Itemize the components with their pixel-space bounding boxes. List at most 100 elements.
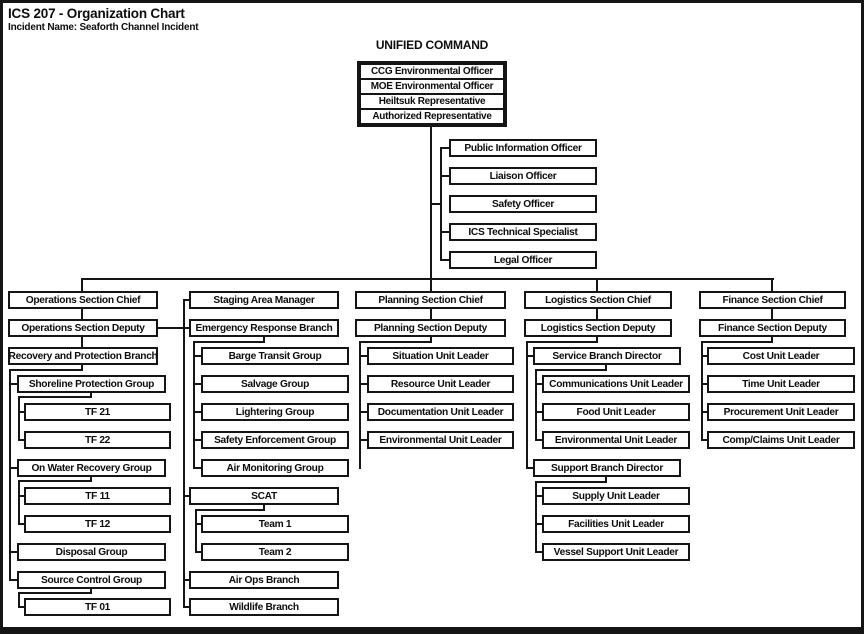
unified-command-box: CCG Environmental Officer MOE Environmen…: [357, 61, 507, 127]
connector-line: [18, 439, 26, 441]
node-facilities-unit-leader: Facilities Unit Leader: [542, 515, 690, 533]
node-safety-enforcement-group: Safety Enforcement Group: [201, 431, 349, 449]
node-air-monitoring-group: Air Monitoring Group: [201, 459, 349, 477]
node-time-unit-leader: Time Unit Leader: [707, 375, 855, 393]
node-source-control-group: Source Control Group: [17, 571, 166, 589]
node-service-branch-director: Service Branch Director: [533, 347, 681, 365]
connector-line: [440, 231, 450, 233]
node-environmental-unit-leader: Environmental Unit Leader: [367, 431, 514, 449]
connector-line: [771, 278, 773, 291]
connector-line: [701, 439, 708, 441]
connector-line: [193, 439, 202, 441]
node-authorized-representative: Authorized Representative: [359, 108, 505, 125]
connector-line: [81, 337, 83, 347]
node-tf-12: TF 12: [24, 515, 171, 533]
connector-line: [359, 355, 368, 357]
node-team-2: Team 2: [201, 543, 349, 561]
connector-line: [9, 369, 83, 371]
connector-line: [81, 278, 83, 291]
connector-line: [535, 369, 537, 441]
connector-line: [90, 477, 92, 482]
node-disposal-group: Disposal Group: [17, 543, 166, 561]
connector-line: [701, 355, 708, 357]
connector-line: [771, 337, 773, 343]
connector-line: [81, 365, 83, 371]
connector-line: [535, 495, 543, 497]
connector-line: [526, 467, 534, 469]
node-tf-22: TF 22: [24, 431, 171, 449]
connector-line: [430, 203, 442, 205]
connector-line: [535, 523, 543, 525]
connector-line: [9, 579, 18, 581]
connector-line: [701, 411, 708, 413]
node-situation-unit-leader: Situation Unit Leader: [367, 347, 514, 365]
connector-line: [596, 309, 598, 319]
connector-line: [195, 523, 202, 525]
node-vessel-support-unit-leader: Vessel Support Unit Leader: [542, 543, 690, 561]
node-air-ops-branch: Air Ops Branch: [189, 571, 339, 589]
connector-line: [701, 341, 773, 343]
connector-line: [158, 327, 184, 329]
connector-line: [526, 341, 598, 343]
node-scat: SCAT: [189, 487, 339, 505]
node-support-branch-director: Support Branch Director: [533, 459, 681, 477]
connector-line: [535, 439, 543, 441]
connector-line: [535, 481, 607, 483]
connector-line: [90, 393, 92, 398]
node-team-1: Team 1: [201, 515, 349, 533]
node-recovery-and-protection-branch: Recovery and Protection Branch: [8, 347, 158, 365]
connector-line: [9, 369, 11, 581]
connector-line: [701, 341, 703, 441]
connector-line: [535, 369, 607, 371]
connector-line: [605, 477, 607, 483]
node-communications-unit-leader: Communications Unit Leader: [542, 375, 690, 393]
connector-line: [81, 309, 83, 319]
connector-line: [440, 175, 450, 177]
node-food-unit-leader: Food Unit Leader: [542, 403, 690, 421]
node-tf-01: TF 01: [24, 598, 171, 616]
node-logistics-section-chief: Logistics Section Chief: [524, 291, 672, 309]
node-lightering-group: Lightering Group: [201, 403, 349, 421]
node-public-information-officer: Public Information Officer: [449, 139, 597, 157]
node-wildlife-branch: Wildlife Branch: [189, 598, 339, 616]
connector-line: [183, 579, 190, 581]
node-operations-section-chief: Operations Section Chief: [8, 291, 158, 309]
connector-line: [18, 592, 92, 594]
connector-line: [535, 481, 537, 553]
connector-line: [193, 355, 202, 357]
connector-line: [18, 495, 26, 497]
connector-line: [9, 551, 18, 553]
node-salvage-group: Salvage Group: [201, 375, 349, 393]
node-finance-section-deputy: Finance Section Deputy: [699, 319, 846, 337]
node-tf-11: TF 11: [24, 487, 171, 505]
connector-line: [183, 495, 190, 497]
connector-line: [263, 505, 265, 511]
connector-line: [359, 439, 368, 441]
page-border-bottom: [0, 627, 864, 634]
node-barge-transit-group: Barge Transit Group: [201, 347, 349, 365]
connector-line: [440, 147, 450, 149]
connector-line: [183, 327, 190, 329]
connector-line: [195, 551, 202, 553]
connector-line: [90, 589, 92, 594]
node-resource-unit-leader: Resource Unit Leader: [367, 375, 514, 393]
connector-line: [18, 592, 20, 608]
node-on-water-recovery-group: On Water Recovery Group: [17, 459, 166, 477]
connector-line: [359, 341, 432, 343]
node-procurement-unit-leader: Procurement Unit Leader: [707, 403, 855, 421]
page-border-top: [0, 0, 864, 3]
node-staging-area-manager: Staging Area Manager: [189, 291, 339, 309]
connector-line: [701, 383, 708, 385]
connector-line: [193, 383, 202, 385]
connector-line: [183, 606, 190, 608]
connector-line: [535, 551, 543, 553]
connector-line: [9, 467, 18, 469]
connector-line: [526, 341, 528, 469]
connector-line: [535, 411, 543, 413]
connector-line: [193, 411, 202, 413]
node-planning-section-chief: Planning Section Chief: [355, 291, 506, 309]
connector-line: [359, 341, 361, 469]
connector-line: [430, 337, 432, 343]
connector-line: [193, 341, 195, 469]
